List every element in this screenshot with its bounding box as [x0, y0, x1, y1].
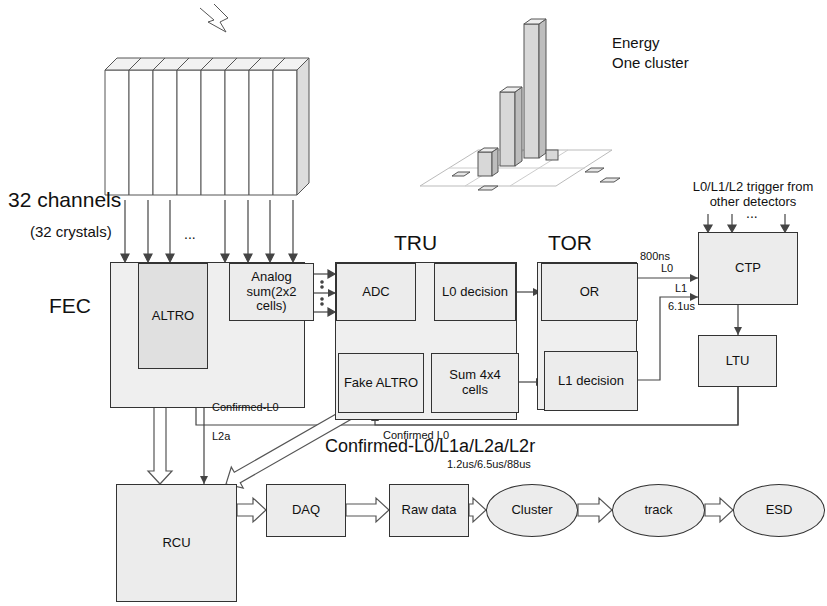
annotation-label: L2a [212, 430, 230, 443]
crystal-face [177, 70, 201, 195]
signal-connector [314, 292, 336, 293]
crystal-face [273, 70, 297, 195]
board-box: TORORL1 decision [537, 262, 637, 410]
node-label: L1 decision [555, 374, 627, 389]
crystal-face [297, 58, 309, 195]
node-heading: FEC [49, 294, 91, 318]
process-box: Analog sum(2x2 cells) [229, 263, 314, 321]
crystal-face [105, 70, 129, 195]
node-label: Fake ALTRO [341, 376, 421, 391]
annotation-label: One cluster [612, 54, 689, 71]
annotation-label: Confirmed-L0/L1a/L2a/L2r [325, 436, 535, 457]
annotation-label: ... [184, 226, 196, 242]
annotation-label: 1.2us/6.5us/88us [447, 458, 531, 471]
signal-label: L1 [674, 282, 688, 294]
data-flow-arrow [705, 498, 733, 522]
crystal-signal-arrows [121, 200, 297, 262]
node-label: track [641, 503, 675, 518]
process-box: Sum 4x4 cells [431, 353, 519, 413]
crystal-face [225, 70, 249, 195]
process-ellipse: track [612, 484, 705, 537]
annotation-label: ... [746, 205, 758, 221]
node-label: ADC [359, 285, 392, 300]
data-flow-arrow [237, 498, 266, 522]
node-heading: TRU [394, 231, 437, 255]
signal-connector [638, 297, 698, 380]
process-box: DAQ [266, 484, 346, 537]
node-label: Sum 4x4 cells [432, 368, 518, 398]
process-box: Raw data [389, 484, 469, 537]
process-ellipse: ESD [733, 484, 825, 537]
data-flow-arrow [469, 498, 486, 522]
process-box: L0 decision [434, 263, 516, 321]
annotation-label: 32 channels [8, 188, 121, 212]
process-box: LTU [698, 335, 777, 387]
annotation-label: 800ns [640, 250, 670, 263]
board-box: FECALTROAnalog sum(2x2 cells) [110, 262, 305, 408]
node-label: CTP [732, 261, 764, 276]
crystal-face [249, 70, 273, 195]
process-box: Fake ALTRO [338, 353, 424, 413]
annotation-label: Confirmed-L0 [212, 401, 279, 414]
node-label: Cluster [508, 503, 555, 518]
annotation-label: (32 crystals) [30, 223, 112, 240]
node-label: OR [577, 285, 603, 300]
node-label: ALTRO [149, 309, 197, 324]
process-box: ADC [336, 263, 416, 321]
node-label: LTU [723, 354, 753, 369]
data-flow-arrow [578, 498, 612, 522]
node-label: Raw data [399, 503, 460, 518]
node-label: ESD [763, 503, 796, 518]
chip-box: ALTRO [138, 263, 208, 369]
crystal-face [153, 70, 177, 195]
crystal-array [105, 58, 309, 195]
process-box: L1 decision [544, 351, 638, 411]
energy-histogram [420, 19, 620, 190]
annotation-label: Energy [612, 34, 660, 51]
annotation-label: 6.1us [668, 300, 695, 313]
node-label: Analog sum(2x2 cells) [230, 270, 313, 315]
crystal-face [201, 70, 225, 195]
signal-connector [737, 305, 738, 335]
process-box: CTP [698, 232, 798, 305]
signal-label: L0 [660, 262, 674, 274]
signal-connector [638, 277, 698, 278]
node-label: DAQ [289, 503, 323, 518]
crystal-face [129, 70, 153, 195]
board-box: TRUADCL0 decisionFake ALTROSum 4x4 cells [335, 262, 517, 420]
lightning-bolt [200, 4, 228, 32]
process-ellipse: Cluster [486, 484, 578, 537]
process-box: RCU [116, 484, 237, 602]
node-label: RCU [159, 536, 193, 551]
data-flow-arrow [346, 498, 389, 522]
process-box: OR [541, 263, 638, 321]
node-label: L0 decision [439, 285, 511, 300]
node-heading: TOR [548, 231, 592, 255]
